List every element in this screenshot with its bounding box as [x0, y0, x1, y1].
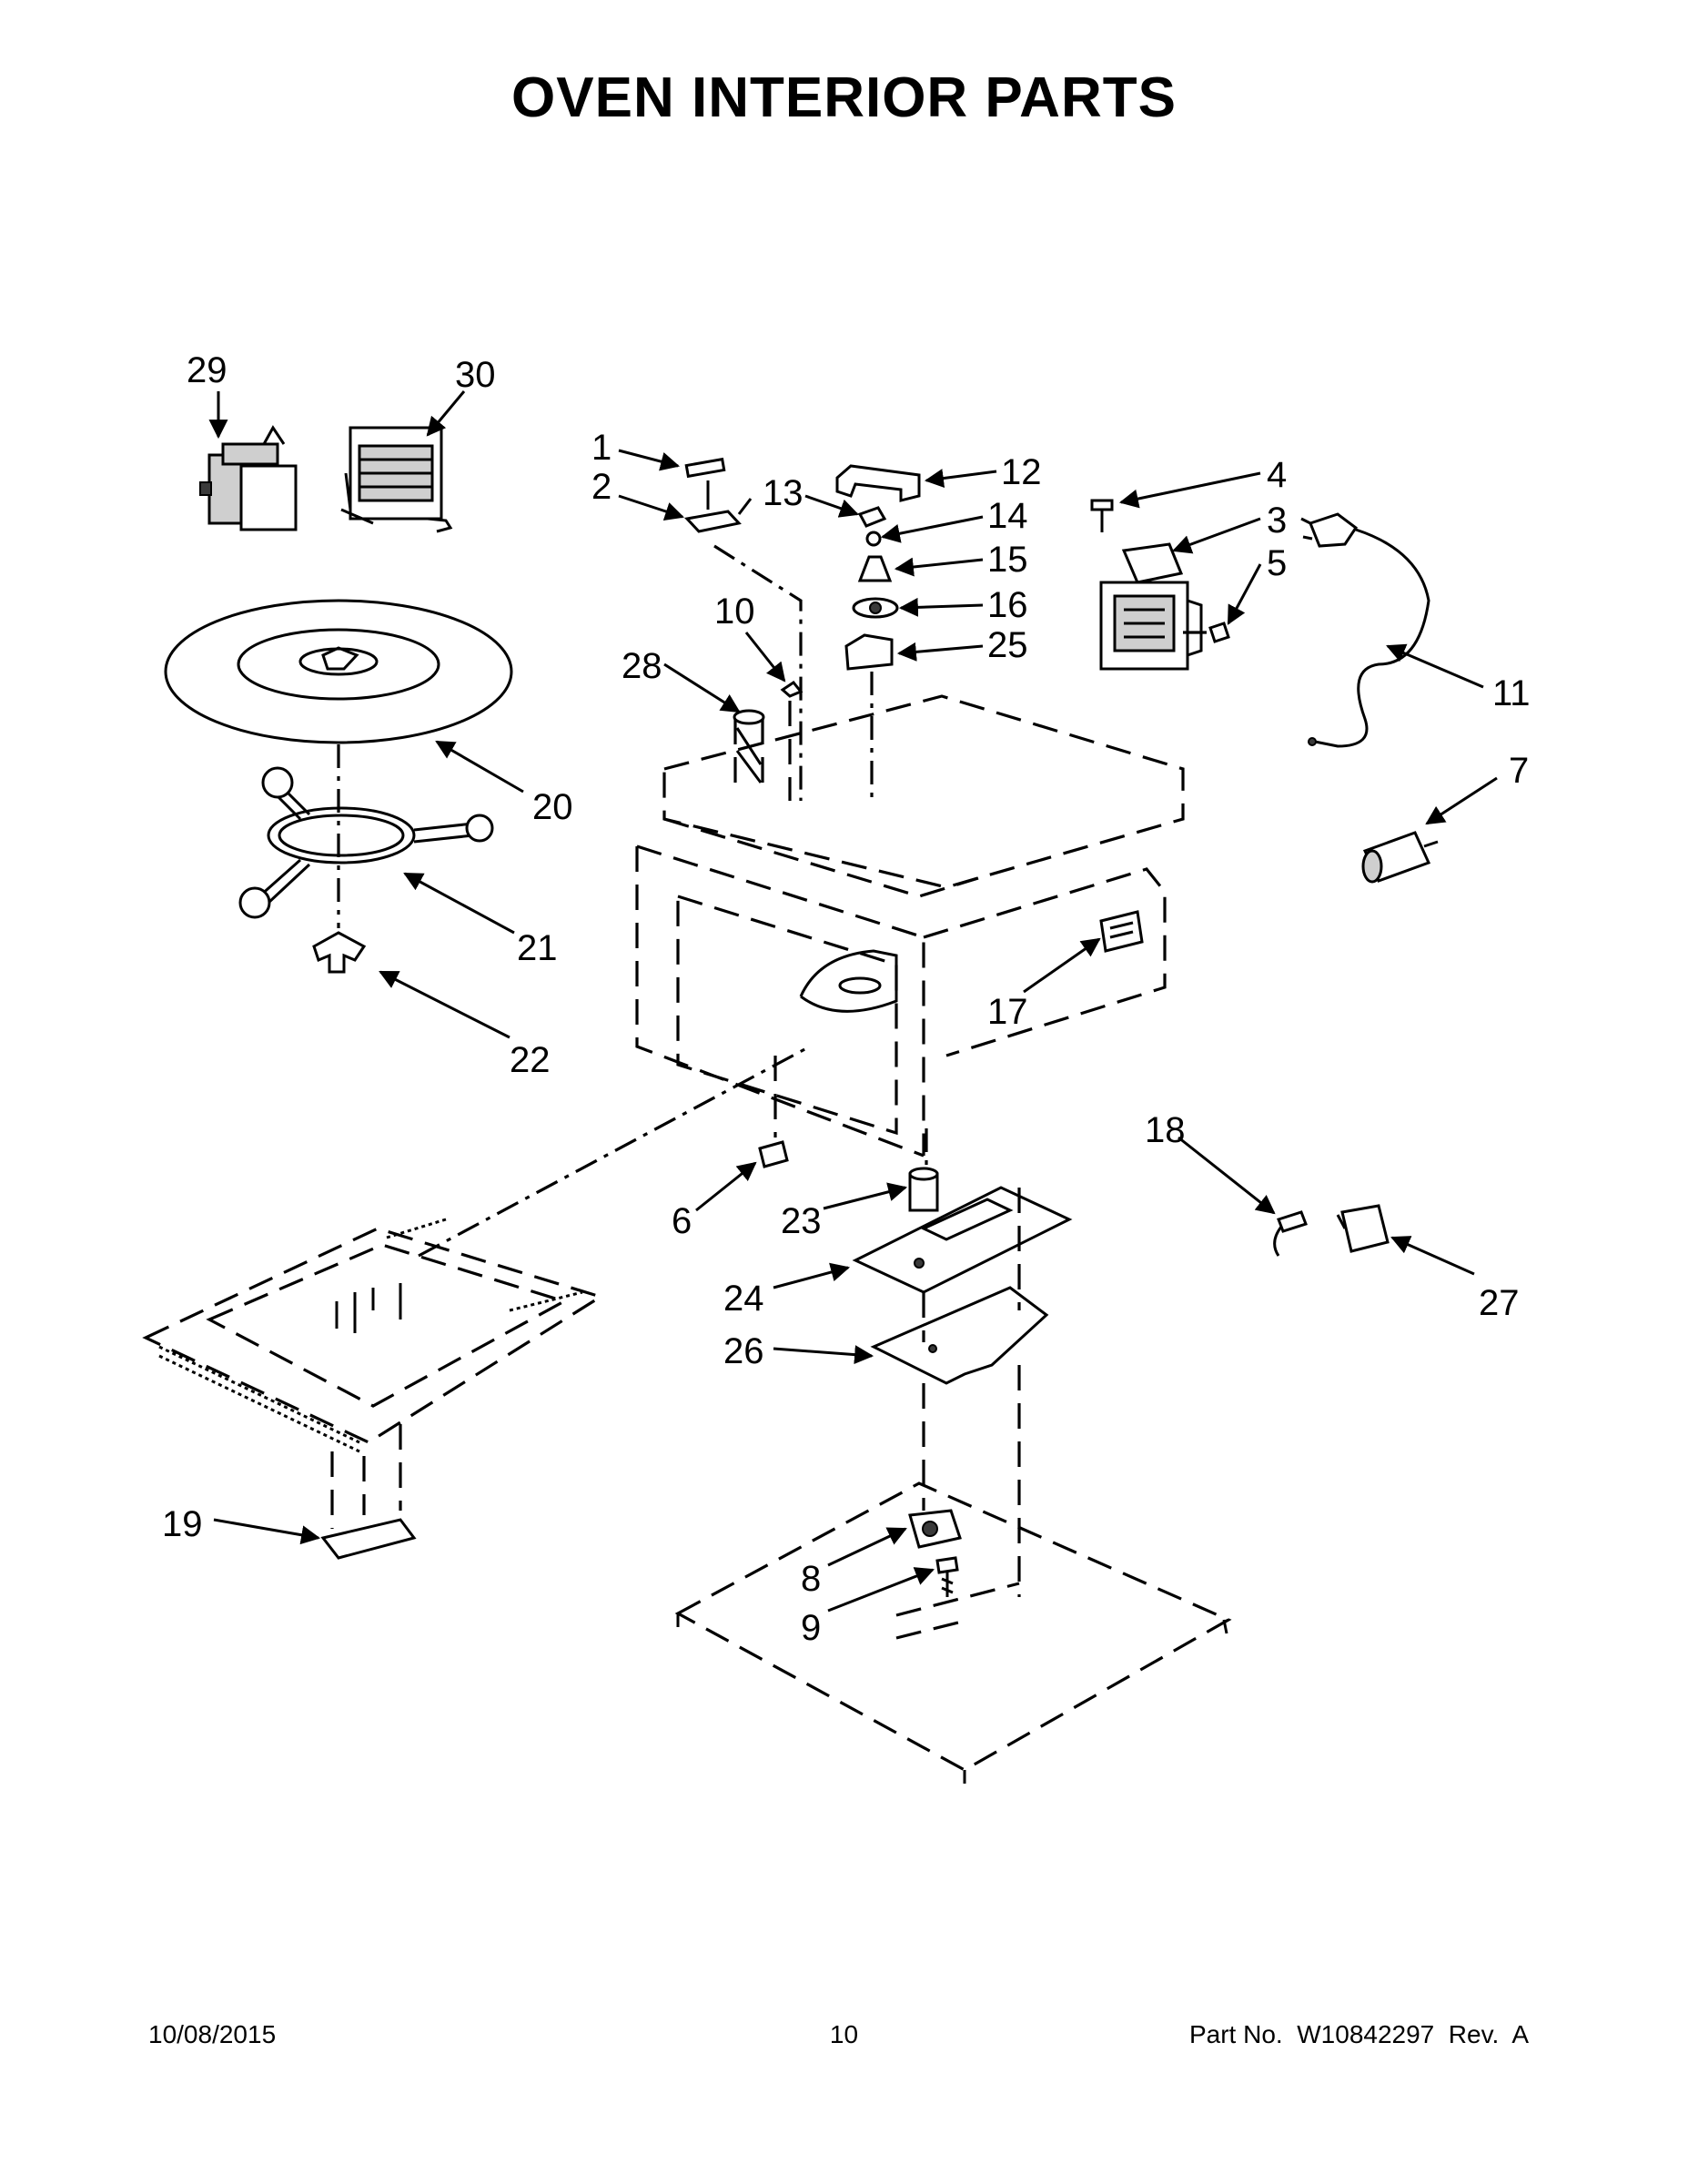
part-26-shield: [870, 1286, 1049, 1385]
callout-2: 2: [591, 467, 612, 507]
part-23-bushing: [908, 1167, 939, 1212]
callout-24: 24: [723, 1279, 764, 1319]
part-12-bracket: [835, 464, 921, 502]
callout-9: 9: [801, 1608, 821, 1648]
part-4-screw: [1090, 499, 1114, 532]
callout-15: 15: [987, 540, 1028, 580]
part-7-filter: [1361, 831, 1439, 884]
part-21-roller-ring: [238, 766, 494, 919]
footer-part-number: Part No. W10842297 Rev. A: [1188, 2020, 1529, 2048]
callout-8: 8: [801, 1559, 821, 1599]
part-9-screw: [935, 1556, 959, 1597]
callout-12: 12: [1001, 452, 1042, 492]
oven-cavity-outline: [635, 694, 1185, 1158]
callout-27: 27: [1479, 1283, 1520, 1323]
callout-1: 1: [591, 428, 612, 468]
axis-line: [922, 1188, 1021, 1342]
part-11-power-cord: [1300, 512, 1430, 748]
part-27-capacitor: [1336, 1204, 1390, 1253]
callout-26: 26: [723, 1331, 764, 1371]
callout-25: 25: [987, 625, 1028, 665]
part-18-fuse: [1273, 1210, 1308, 1257]
part-3-magnetron: [1099, 542, 1203, 671]
callout-16: 16: [987, 585, 1028, 625]
part-19-base-tray: [142, 1218, 604, 1560]
callout-19: 19: [162, 1504, 203, 1544]
part-13-14-15-16-stirrer: [852, 506, 899, 619]
part-24-plate: [852, 1186, 1073, 1294]
callout-14: 14: [987, 496, 1028, 536]
callout-30: 30: [455, 355, 496, 395]
axis-line: [713, 544, 803, 801]
part-10-clip: [780, 680, 804, 698]
callout-10: 10: [714, 592, 755, 632]
callout-labels: 29 30 1 2 12 13 14 15 16 25 4 3 5 10 28 …: [162, 350, 1531, 1648]
callout-7: 7: [1509, 751, 1529, 791]
callout-17: 17: [987, 992, 1028, 1032]
callout-28: 28: [622, 646, 662, 686]
part-25-mount: [844, 633, 894, 671]
part-5-clip: [1208, 622, 1230, 643]
part-17-bracket: [1099, 910, 1144, 953]
footer-date: 10/08/2015: [148, 2020, 277, 2048]
callout-29: 29: [187, 350, 227, 390]
part-6-switch: [758, 1140, 789, 1168]
callout-23: 23: [781, 1201, 822, 1241]
page-title: OVEN INTERIOR PARTS: [511, 66, 1177, 129]
callout-4: 4: [1267, 455, 1287, 495]
footer-page-number: 10: [829, 2020, 859, 2048]
callout-3: 3: [1267, 500, 1287, 541]
callout-11: 11: [1492, 673, 1531, 713]
callout-6: 6: [672, 1201, 692, 1241]
part-29-relay: [199, 425, 298, 531]
cabinet-base-outline: [674, 1365, 1232, 1784]
part-30-transformer: [340, 426, 453, 533]
leader-arrows: [208, 390, 1498, 1613]
part-22-coupler: [312, 931, 367, 974]
part-8-motor: [908, 1509, 962, 1549]
callout-13: 13: [763, 473, 804, 513]
part-1-2-switch: [684, 457, 753, 533]
callout-22: 22: [510, 1040, 551, 1080]
axis-line: [418, 1045, 811, 1258]
part-20-turntable: [164, 599, 513, 744]
part-28-tube: [733, 709, 765, 790]
callout-20: 20: [532, 787, 573, 827]
callout-21: 21: [517, 928, 558, 968]
callout-5: 5: [1267, 543, 1287, 583]
callout-18: 18: [1145, 1110, 1186, 1150]
